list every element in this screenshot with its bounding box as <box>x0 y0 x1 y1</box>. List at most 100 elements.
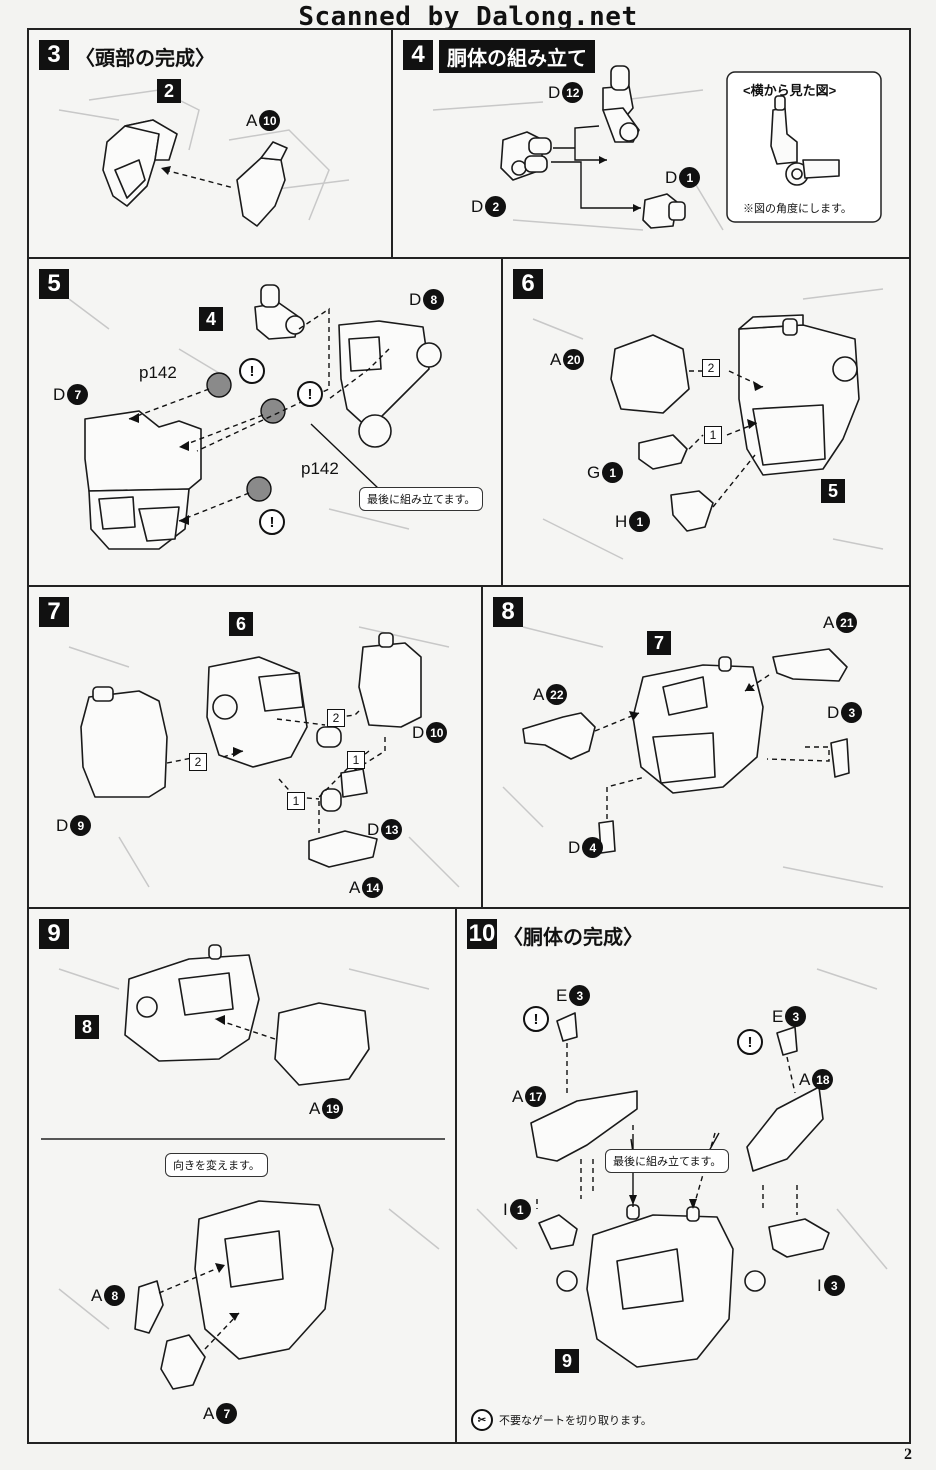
part-label-a22: A 22 <box>533 684 568 705</box>
warning-icon: ! <box>259 509 285 535</box>
part-label-e3: E 3 <box>772 1006 807 1027</box>
part-label-a14: A 14 <box>349 877 384 898</box>
step-9-panel: 9 8 A 19 向きを変えます。 A 8 A 7 <box>27 907 457 1444</box>
step-6-illustration <box>532 288 884 560</box>
part-letter: A <box>512 1086 524 1106</box>
step-5-panel: 5 4 D 8 D 7 p142 p142 ! ! ! 最後に組み立てます。 <box>27 257 503 587</box>
part-label-a21: A 21 <box>823 612 858 633</box>
part-letter: D <box>548 82 561 102</box>
part-number: 19 <box>322 1098 344 1119</box>
part-number: 18 <box>812 1069 834 1090</box>
part-label-a8: A 8 <box>91 1285 126 1306</box>
step-8-illustration <box>502 626 884 888</box>
assembly-note: 最後に組み立てます。 <box>605 1149 730 1173</box>
step-7-panel: 7 6 D 9 D 10 D 13 A 14 2 2 1 1 <box>27 585 483 909</box>
part-letter: D <box>56 815 69 835</box>
part-number: 7 <box>67 384 89 405</box>
part-label-d8: D 8 <box>409 289 445 310</box>
step-title: 〈胴体の完成〉 <box>503 925 643 949</box>
subassembly-ref: 4 <box>199 307 223 331</box>
part-number: 9 <box>70 815 92 836</box>
part-label-d2: D 2 <box>471 196 507 217</box>
subassembly-ref: 5 <box>821 479 845 503</box>
step-number: 8 <box>493 597 523 627</box>
step-4-illustration <box>432 65 882 231</box>
part-letter: G <box>587 462 601 482</box>
order-marker: 1 <box>704 426 722 444</box>
part-number: 3 <box>785 1006 807 1027</box>
part-number: 20 <box>563 349 585 370</box>
part-letter: D <box>412 722 425 742</box>
page-reference: p142 <box>301 459 339 478</box>
order-marker: 1 <box>287 792 305 810</box>
step-8-panel: 8 7 A 21 A 22 D 3 D 4 <box>481 585 911 909</box>
part-number: 17 <box>525 1086 547 1107</box>
part-number: 1 <box>509 1199 531 1220</box>
part-letter: D <box>665 167 678 187</box>
gate-cut-note: ✂ 不要なゲートを切り取ります。 <box>471 1409 652 1431</box>
part-number: 1 <box>629 511 651 532</box>
step-number: 7 <box>39 597 69 627</box>
part-label-d12: D 12 <box>548 82 584 103</box>
part-number: 14 <box>362 877 384 898</box>
part-letter: A <box>799 1069 811 1089</box>
part-label-a20: A 20 <box>550 349 585 370</box>
step-number: 9 <box>39 919 69 949</box>
step-9-illustration <box>41 944 445 1390</box>
part-number: 8 <box>423 289 445 310</box>
part-letter: A <box>246 110 258 130</box>
side-view-title: <横から見た図> <box>743 83 837 98</box>
step-number: 10 <box>467 919 497 949</box>
side-view-note: ※図の角度にします。 <box>743 203 852 215</box>
part-letter: I <box>817 1275 822 1295</box>
step-3-illustration <box>58 89 350 227</box>
part-label-h1: H 1 <box>615 511 651 532</box>
part-letter: A <box>823 612 835 632</box>
part-label-d10: D 10 <box>412 722 448 743</box>
step-title: 〈頭部の完成〉 <box>75 46 215 70</box>
part-number: 2 <box>485 196 507 217</box>
step-number: 4 <box>403 40 433 70</box>
order-marker: 1 <box>347 751 365 769</box>
part-letter: D <box>568 837 581 857</box>
orientation-note: 向きを変えます。 <box>165 1153 268 1177</box>
part-number: 22 <box>546 684 568 705</box>
watermark: Scanned by Dalong.net <box>298 2 638 32</box>
part-label-d1: D 1 <box>665 167 701 188</box>
part-number: 3 <box>569 985 591 1006</box>
part-number: 21 <box>836 612 858 633</box>
step-10-panel: 10 〈胴体の完成〉 E 3 E 3 ! ! A 17 A 18 I 1 I 3… <box>455 907 911 1444</box>
part-letter: E <box>556 985 568 1005</box>
part-label-a18: A 18 <box>799 1069 834 1090</box>
part-label-g1: G 1 <box>587 462 624 483</box>
subassembly-ref: 2 <box>157 79 181 103</box>
warning-icon: ! <box>297 381 323 407</box>
nipper-icon: ✂ <box>471 1409 493 1431</box>
part-label-d4: D 4 <box>568 837 604 858</box>
part-label-d7: D 7 <box>53 384 89 405</box>
part-label-d13: D 13 <box>367 819 403 840</box>
part-number: 1 <box>602 462 624 483</box>
step-number: 5 <box>39 269 69 299</box>
part-letter: A <box>550 349 562 369</box>
assembly-note: 最後に組み立てます。 <box>359 487 484 511</box>
part-number: 10 <box>259 110 281 131</box>
warning-icon: ! <box>239 358 265 384</box>
step-7-illustration <box>68 626 460 888</box>
part-letter: A <box>91 1285 103 1305</box>
part-label-a10: A 10 <box>246 110 281 131</box>
part-number: 12 <box>562 82 584 103</box>
part-number: 8 <box>104 1285 126 1306</box>
part-label-i1: I 1 <box>503 1199 531 1220</box>
part-number: 1 <box>679 167 701 188</box>
part-number: 4 <box>582 837 604 858</box>
subassembly-ref: 8 <box>75 1015 99 1039</box>
warning-icon: ! <box>737 1029 763 1055</box>
part-letter: I <box>503 1199 508 1219</box>
part-number: 3 <box>841 702 863 723</box>
step-title: 胴体の組み立て <box>439 40 595 73</box>
part-letter: D <box>827 702 840 722</box>
part-letter: E <box>772 1006 784 1026</box>
part-number: 3 <box>823 1275 845 1296</box>
page-reference: p142 <box>139 363 177 382</box>
